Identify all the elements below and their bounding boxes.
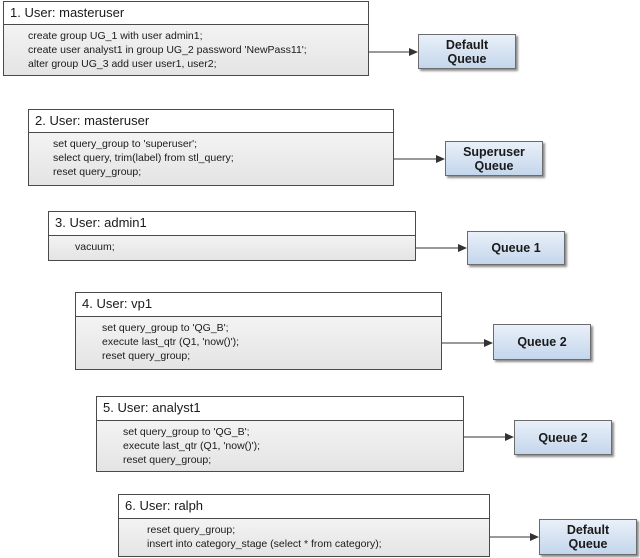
code-line: reset query_group; xyxy=(53,166,142,178)
block-5-code: set query_group to 'QG_B'; execute last_… xyxy=(96,421,464,472)
queue-box-1: Queue 1 xyxy=(467,231,565,265)
block-3-code: vacuum; xyxy=(48,236,416,261)
queue-box-default-2: Default Queue xyxy=(539,519,637,555)
code-line: execute last_qtr (Q1, 'now()'); xyxy=(123,440,261,452)
arrow-head-1 xyxy=(409,48,418,56)
code-line: vacuum; xyxy=(75,241,115,253)
code-line: set query_group to 'QG_B'; xyxy=(123,426,250,438)
code-line: reset query_group; xyxy=(123,454,212,466)
code-line: set query_group to 'QG_B'; xyxy=(102,322,229,334)
sql-block-5: 5. User: analyst1 set query_group to 'QG… xyxy=(96,396,464,472)
code-line: reset query_group; xyxy=(102,350,191,362)
code-line: create group UG_1 with user admin1; xyxy=(28,30,203,42)
arrow-head-5 xyxy=(505,433,514,441)
block-6-code: reset query_group; insert into category_… xyxy=(118,519,490,557)
sql-block-1: 1. User: masteruser create group UG_1 wi… xyxy=(3,1,369,76)
code-line: select query, trim(label) from stl_query… xyxy=(53,152,234,164)
block-5-header: 5. User: analyst1 xyxy=(96,396,464,421)
sql-block-3: 3. User: admin1 vacuum; xyxy=(48,211,416,261)
arrow-head-6 xyxy=(530,533,539,541)
queue-box-2a: Queue 2 xyxy=(493,324,591,360)
code-line: execute last_qtr (Q1, 'now()'); xyxy=(102,336,240,348)
block-2-header: 2. User: masteruser xyxy=(28,109,394,133)
arrow-head-2 xyxy=(436,155,445,163)
queue-box-superuser: Superuser Queue xyxy=(445,141,543,176)
block-6-header: 6. User: ralph xyxy=(118,494,490,519)
block-3-header: 3. User: admin1 xyxy=(48,211,416,236)
block-4-code: set query_group to 'QG_B'; execute last_… xyxy=(75,317,442,370)
sql-block-6: 6. User: ralph reset query_group; insert… xyxy=(118,494,490,557)
arrow-head-4 xyxy=(484,339,493,347)
code-line: insert into category_stage (select * fro… xyxy=(147,538,382,550)
queue-box-default-1: Default Queue xyxy=(418,34,516,69)
block-1-code: create group UG_1 with user admin1; crea… xyxy=(3,25,369,76)
code-line: set query_group to 'superuser'; xyxy=(53,138,198,150)
sql-block-4: 4. User: vp1 set query_group to 'QG_B'; … xyxy=(75,292,442,370)
code-line: reset query_group; xyxy=(147,524,236,536)
block-4-header: 4. User: vp1 xyxy=(75,292,442,317)
queue-box-2b: Queue 2 xyxy=(514,420,612,455)
code-line: create user analyst1 in group UG_2 passw… xyxy=(28,44,307,56)
block-2-code: set query_group to 'superuser'; select q… xyxy=(28,133,394,186)
block-1-header: 1. User: masteruser xyxy=(3,1,369,25)
code-line: alter group UG_3 add user user1, user2; xyxy=(28,58,217,70)
sql-block-2: 2. User: masteruser set query_group to '… xyxy=(28,109,394,186)
arrow-head-3 xyxy=(458,244,467,252)
